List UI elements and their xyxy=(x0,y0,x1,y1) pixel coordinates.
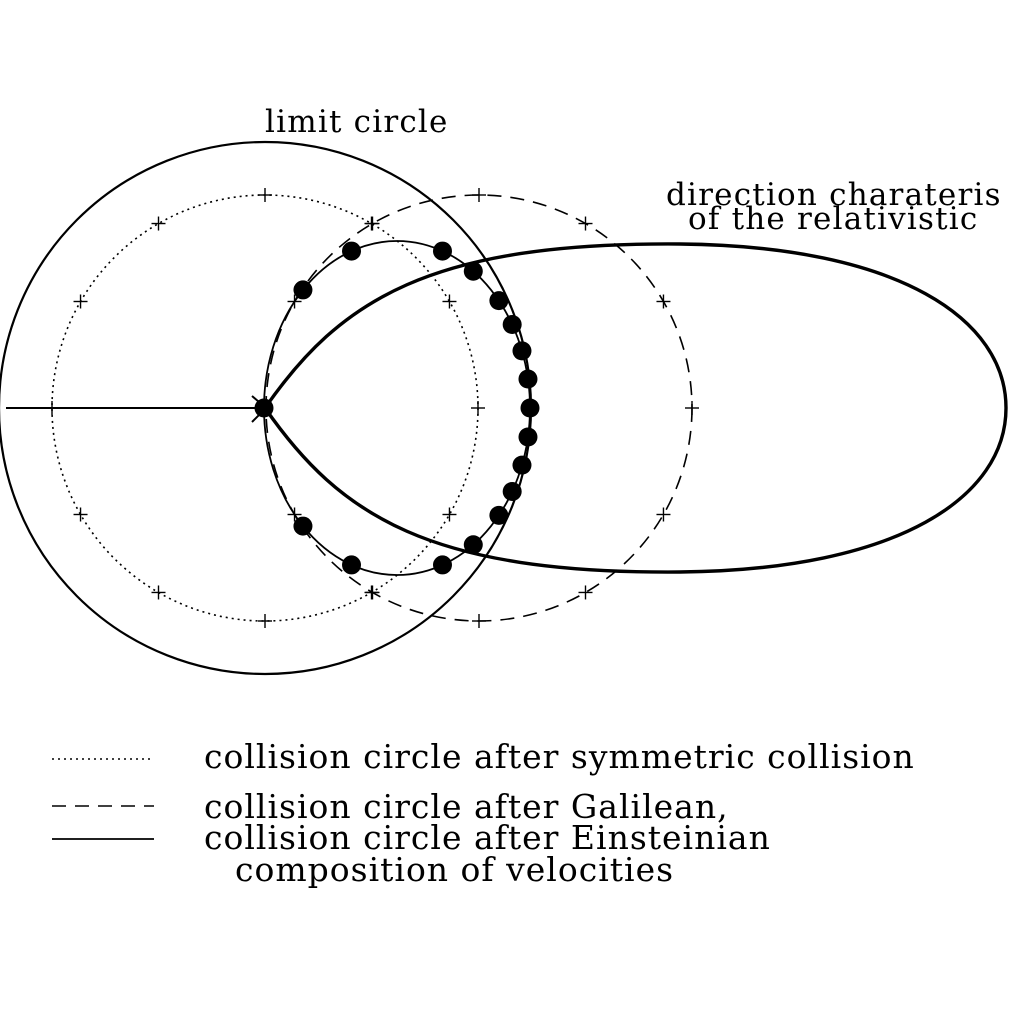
collision-point-dot xyxy=(502,482,522,501)
tick-marks xyxy=(45,188,699,628)
limit-circle-label: limit circle xyxy=(265,104,449,140)
legend-item-symmetric: collision circle after symmetric collisi… xyxy=(204,737,915,776)
collision-point-dot xyxy=(342,241,362,261)
collision-point-dot xyxy=(518,369,538,389)
direction-label-line1: direction charateris xyxy=(666,177,1002,213)
legend: collision circle after symmetric collisi… xyxy=(52,737,915,889)
legend-item-galilean: collision circle after Galilean, xyxy=(204,787,729,826)
collision-point-dot xyxy=(489,505,509,525)
collision-point-dot xyxy=(463,261,483,281)
collision-point-dot xyxy=(432,555,452,575)
collision-point-dot xyxy=(489,291,509,311)
direction-label-line2: of the relativistic xyxy=(688,201,978,237)
collision-points xyxy=(254,241,540,575)
collision-point-dot xyxy=(293,516,313,536)
collision-point-dot xyxy=(254,398,274,418)
collision-point-dot xyxy=(518,427,538,447)
relativistic-direction-characteristic xyxy=(262,242,1008,574)
collision-point-dot xyxy=(432,241,452,261)
collision-point-dot xyxy=(512,455,532,475)
collision-point-dot xyxy=(512,341,532,361)
collision-point-dot xyxy=(502,315,522,334)
legend-item-composition: composition of velocities xyxy=(235,850,674,889)
collision-point-dot xyxy=(520,398,540,418)
collision-point-dot xyxy=(342,555,362,575)
collision-point-dot xyxy=(293,280,313,300)
legend-item-einsteinian: collision circle after Einsteinian xyxy=(204,818,771,857)
collision-point-dot xyxy=(463,535,483,555)
